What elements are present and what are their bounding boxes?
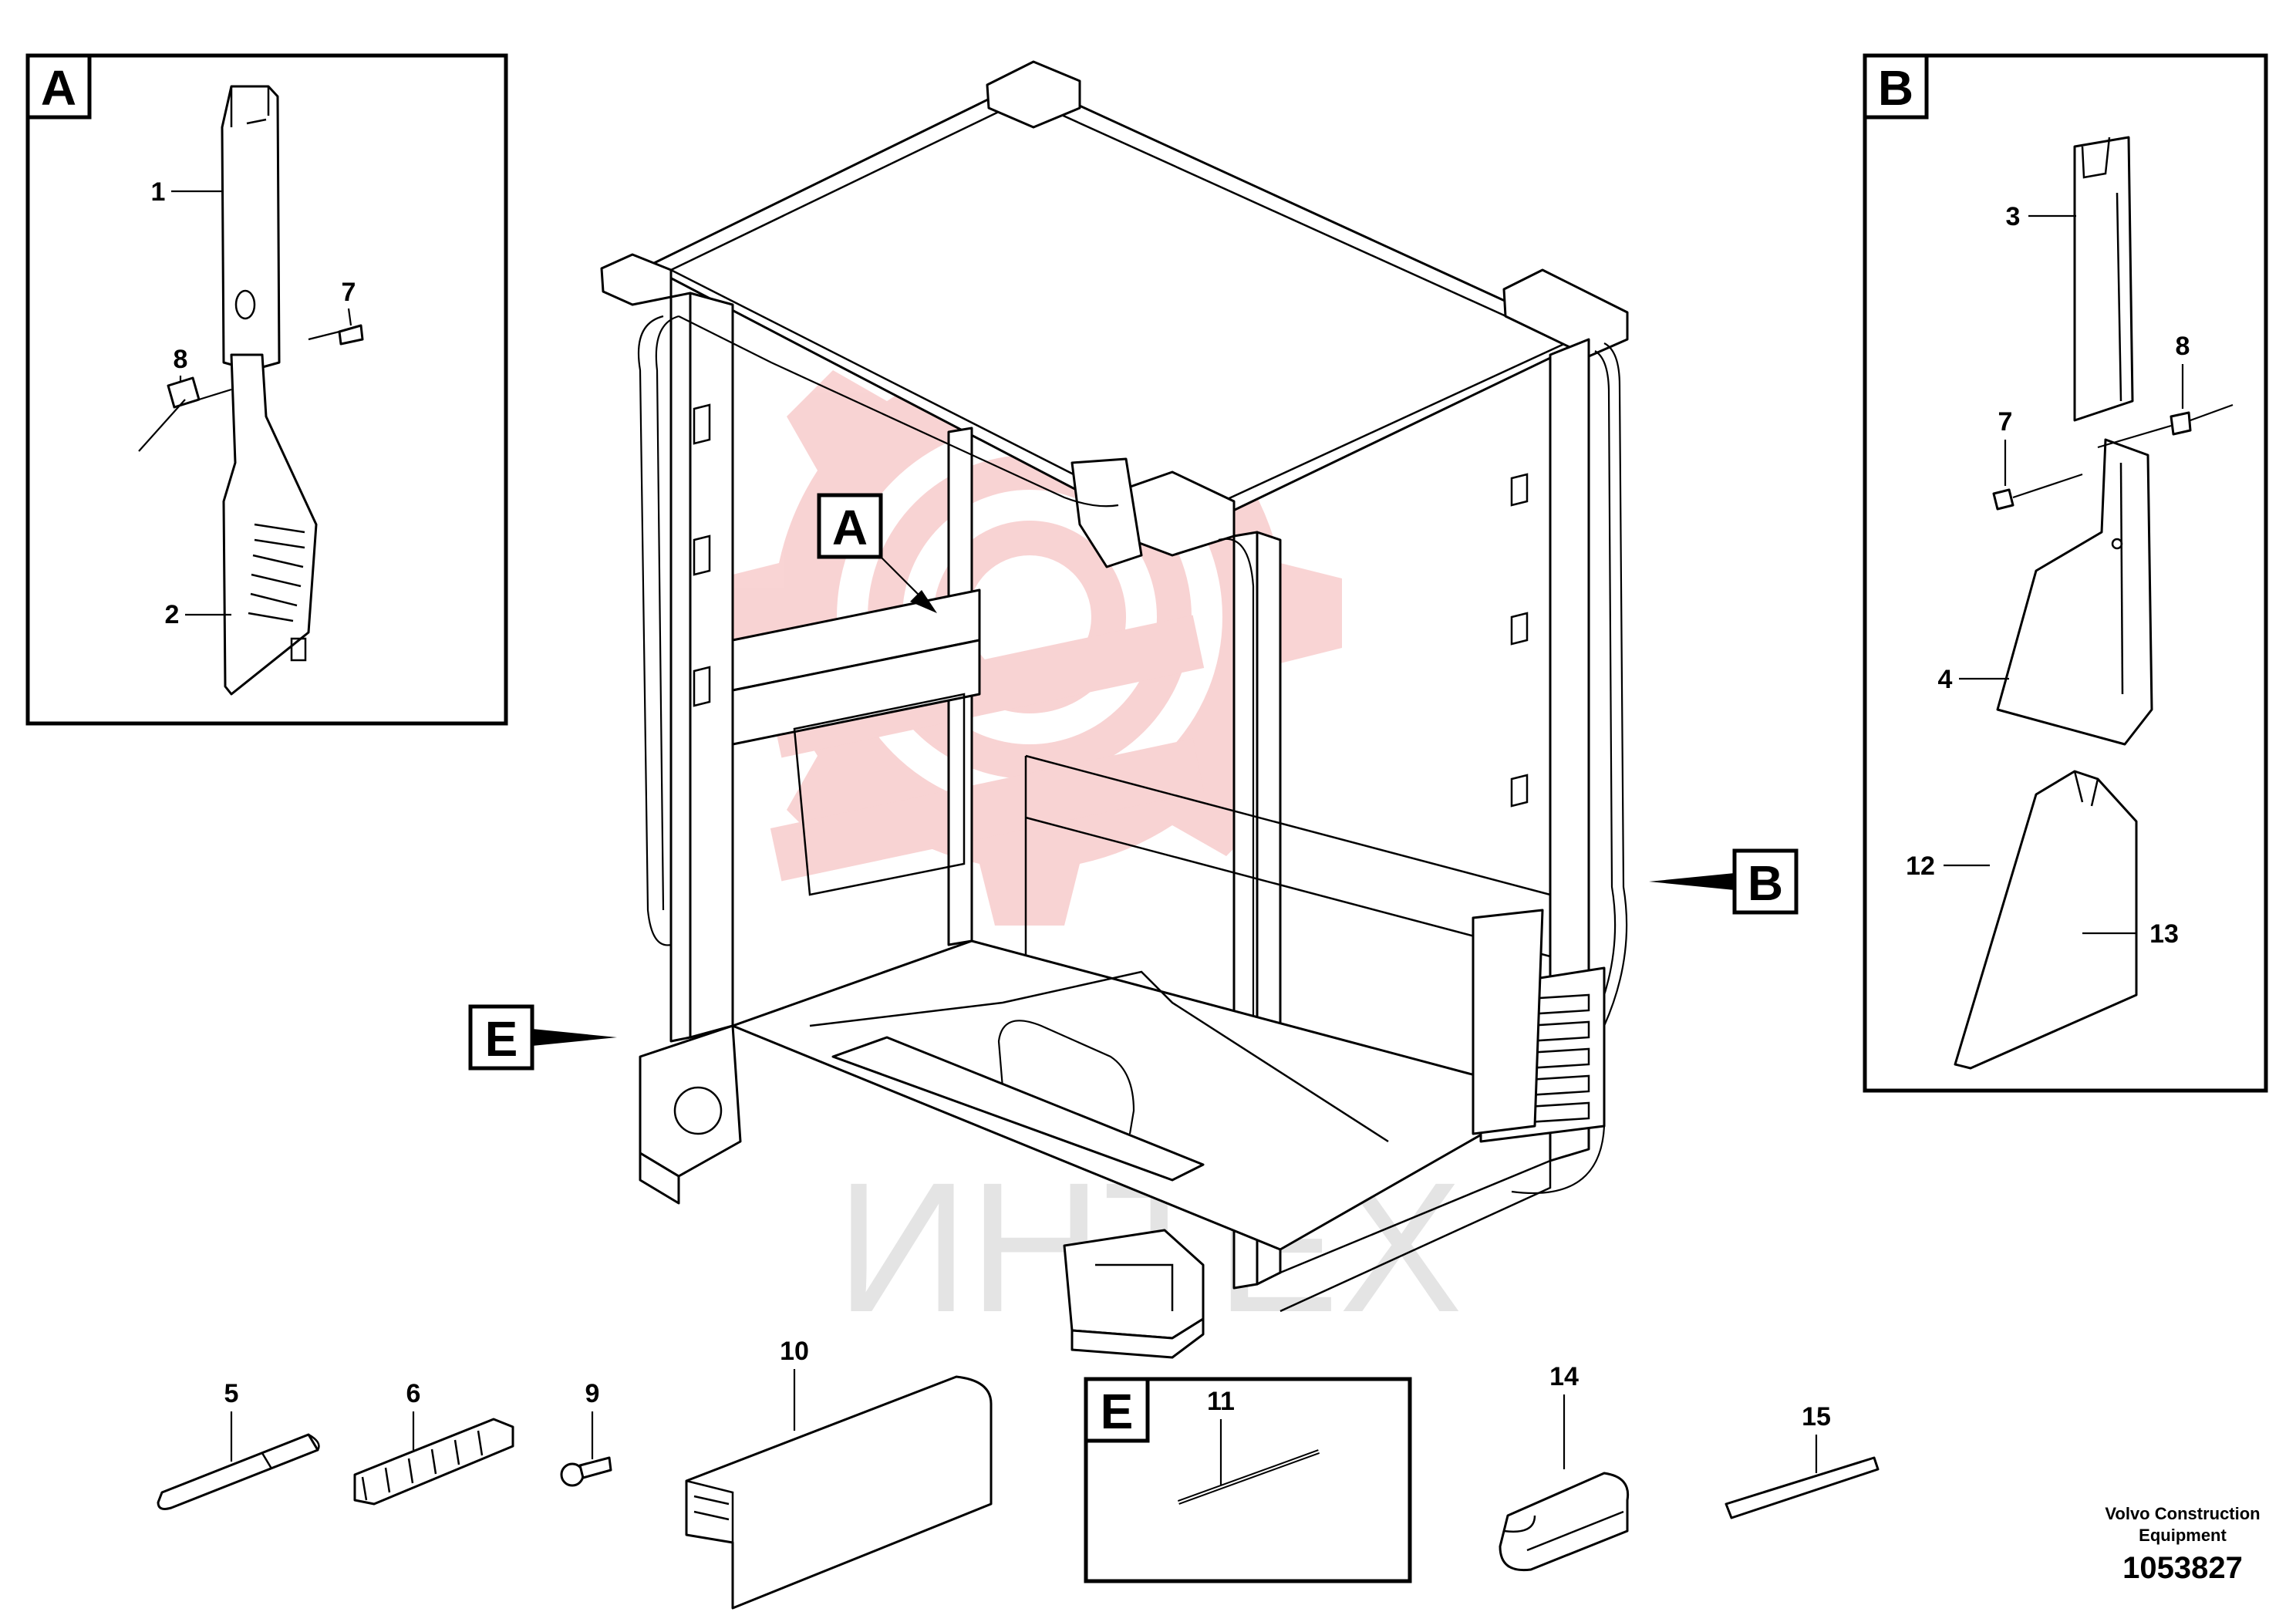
cab-frame xyxy=(600,60,1629,1359)
inset-b-letter: B xyxy=(1878,60,1913,116)
callout-14: 14 xyxy=(1549,1362,1579,1391)
part-15: 15 xyxy=(1725,1402,1880,1519)
callout-15: 15 xyxy=(1802,1402,1831,1431)
callout-3: 3 xyxy=(2006,202,2021,231)
callout-9: 9 xyxy=(585,1379,600,1408)
callout-2: 2 xyxy=(165,600,180,629)
part-14: 14 xyxy=(1499,1362,1630,1572)
callout-6: 6 xyxy=(406,1379,421,1408)
brand-line-1: Volvo Construction xyxy=(2105,1504,2260,1523)
view-pointer-a: A xyxy=(817,493,937,613)
part-6: 6 xyxy=(353,1379,514,1506)
svg-text:B: B xyxy=(1748,855,1783,911)
callout-7-a: 7 xyxy=(342,278,356,307)
inset-a: A 1 2 7 8 xyxy=(25,53,508,726)
svg-text:E: E xyxy=(485,1011,518,1067)
side-panel-part xyxy=(1954,770,2138,1070)
view-pointer-e: E xyxy=(468,1004,617,1071)
callout-4: 4 xyxy=(1938,665,1953,694)
upper-cover-part xyxy=(221,85,281,372)
callout-5: 5 xyxy=(224,1379,239,1408)
callout-8-a: 8 xyxy=(174,345,188,374)
figure-number: 1053827 xyxy=(2122,1551,2243,1585)
inset-e: E 11 xyxy=(1084,1377,1412,1583)
view-pointer-b: B xyxy=(1649,848,1799,915)
svg-text:A: A xyxy=(832,500,868,555)
callout-8-b: 8 xyxy=(2176,332,2190,361)
callout-7-b: 7 xyxy=(1998,407,2013,437)
part-5: 5 xyxy=(157,1379,320,1510)
inset-b: B 3 8 7 4 12 13 xyxy=(1863,53,2268,1093)
brand-line-2: Equipment xyxy=(2139,1526,2227,1545)
callout-13: 13 xyxy=(2149,919,2179,949)
callout-10: 10 xyxy=(780,1337,809,1366)
callout-12: 12 xyxy=(1906,851,1935,881)
lower-cover-part xyxy=(222,353,318,696)
callout-11: 11 xyxy=(1207,1387,1235,1416)
part-10: 10 xyxy=(685,1337,993,1610)
upper-trim-part xyxy=(2073,136,2134,422)
callout-1: 1 xyxy=(151,177,166,207)
part-9: 9 xyxy=(560,1379,612,1487)
inset-e-letter: E xyxy=(1101,1384,1134,1439)
lower-trim-part xyxy=(1996,438,2153,746)
inset-a-letter: A xyxy=(41,60,76,116)
